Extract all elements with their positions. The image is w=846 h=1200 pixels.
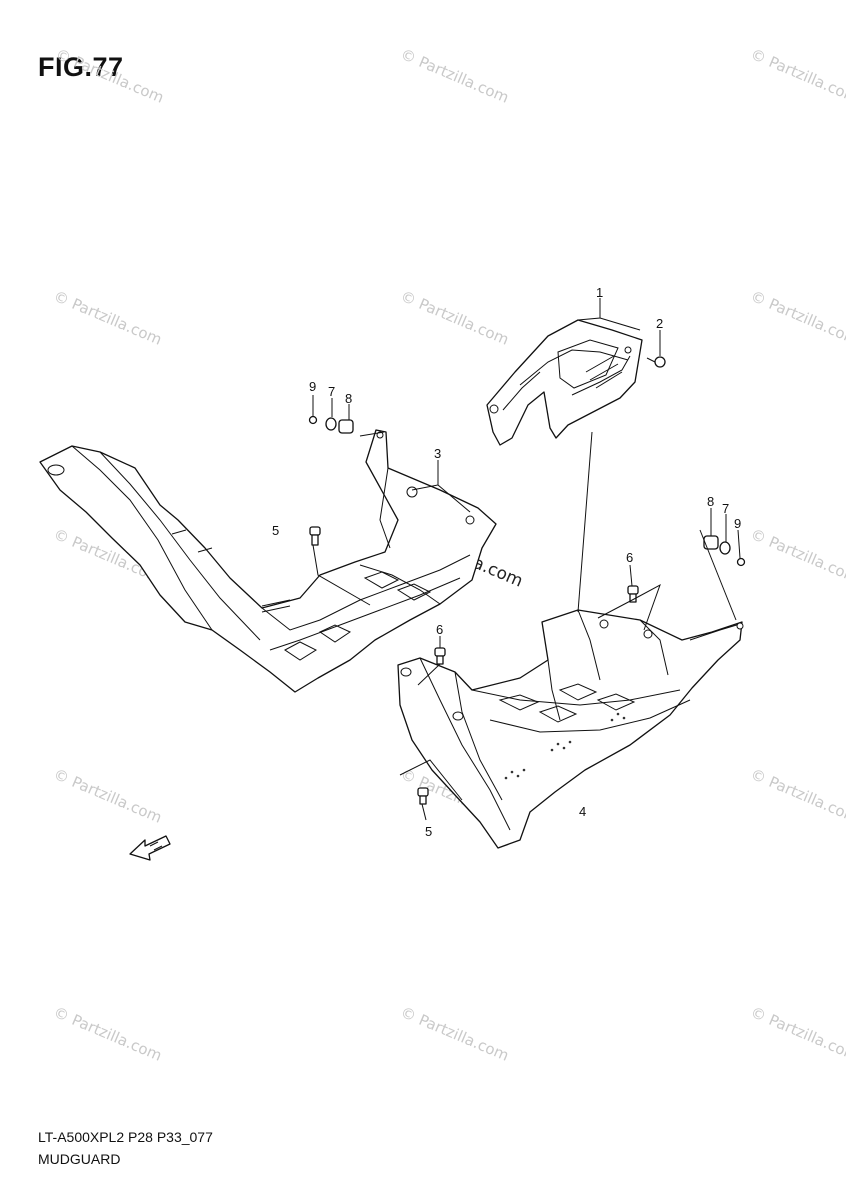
part-1-front-cover[interactable] [486, 319, 643, 446]
callout-6-upper: 6 [626, 550, 633, 565]
callout-1: 1 [596, 285, 603, 300]
fastener-set-left[interactable] [308, 415, 354, 434]
figure-title: FIG.77 [38, 52, 124, 82]
front-direction-arrow-icon [129, 835, 171, 861]
callout-3: 3 [434, 446, 441, 461]
callout-5-right: 5 [425, 824, 432, 839]
part-3-left-mudguard[interactable] [39, 429, 497, 693]
part-2-clip[interactable] [646, 356, 666, 368]
callout-6-lower: 6 [436, 622, 443, 637]
callout-9-right: 9 [734, 516, 741, 531]
callout-8-left: 8 [345, 391, 352, 406]
fastener-set-right[interactable] [703, 535, 746, 567]
leader-lines [312, 298, 741, 821]
callout-9-left: 9 [309, 379, 316, 394]
callout-7-right: 7 [722, 501, 729, 516]
diagram-name: MUDGUARD [38, 1151, 121, 1167]
callout-7-left: 7 [328, 384, 335, 399]
bolt-5-right[interactable] [417, 787, 429, 805]
callout-2: 2 [656, 316, 663, 331]
callout-8-right: 8 [707, 494, 714, 509]
callout-5-left: 5 [272, 523, 279, 538]
screw-6-lower[interactable] [434, 647, 446, 665]
part-4-right-mudguard[interactable] [397, 609, 744, 849]
bolt-5-left[interactable] [309, 526, 321, 546]
callout-4: 4 [579, 804, 586, 819]
diagram-code: LT-A500XPL2 P28 P33_077 [38, 1129, 213, 1145]
